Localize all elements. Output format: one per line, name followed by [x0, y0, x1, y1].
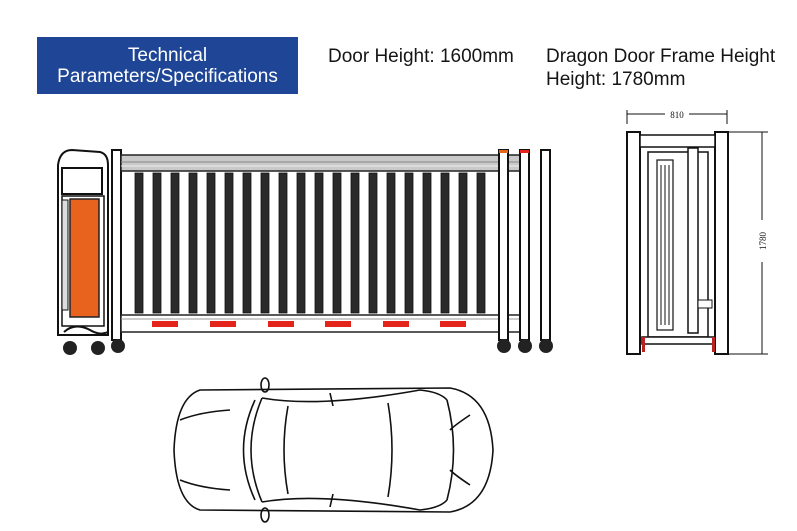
wheel-icon	[63, 341, 77, 355]
control-cabinet	[57, 148, 109, 355]
trailing-posts	[497, 149, 553, 353]
frame-height-spec: Dragon Door Frame Height Height: 1780mm	[546, 45, 775, 91]
car-top-view	[173, 377, 494, 523]
height-dimension-label: 1780	[758, 232, 768, 251]
orange-panel	[69, 198, 100, 318]
width-dimension-label: 810	[670, 110, 684, 120]
banner-title-line1: Technical	[127, 44, 208, 66]
gate-side-view	[57, 148, 553, 355]
reflector-strips	[152, 321, 466, 327]
wheel-icon	[518, 339, 532, 353]
wheel-icon	[497, 339, 511, 353]
frame-height-line2: Height: 1780mm	[546, 69, 686, 90]
banner-title-line2: Parameters/Specifications	[57, 65, 278, 87]
wheel-icon	[91, 341, 105, 355]
wheel-icon	[539, 339, 553, 353]
wheel-icon	[111, 339, 125, 353]
top-rail	[120, 154, 527, 172]
frame-height-line1: Dragon Door Frame Height	[546, 46, 776, 67]
gate-bars	[134, 172, 486, 314]
specifications-banner: Technical Parameters/Specifications	[37, 37, 298, 94]
gate-end-view: 810 1780	[626, 109, 768, 355]
door-height-spec: Door Height: 1600mm	[328, 46, 514, 67]
